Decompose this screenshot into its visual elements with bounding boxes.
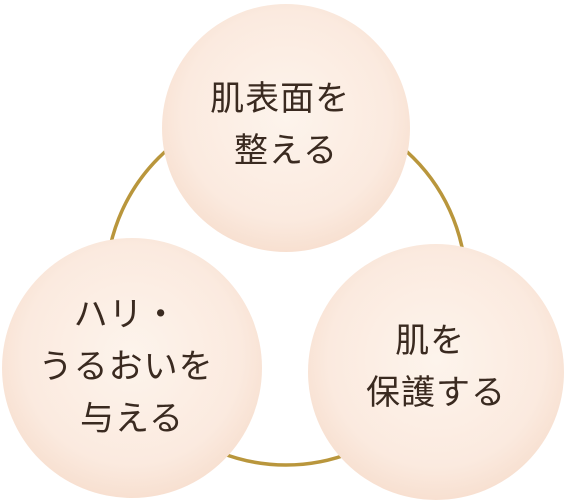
node-left-line-1: ハリ・ [74,295,179,335]
node-top-line-2: 整える [234,131,338,171]
node-right-circle [308,244,564,500]
node-right-line-1: 肌を [395,321,465,361]
node-left-label: ハリ・ うるおいを 与える [39,295,226,439]
node-right-label: 肌を 保護する [366,321,506,413]
node-left-circle [2,238,262,498]
node-top-label: 肌表面を 整える [210,79,362,171]
node-right-line-2: 保護する [366,373,506,413]
node-left: ハリ・ うるおいを 与える [2,238,262,498]
node-right: 肌を 保護する [308,244,564,500]
node-top: 肌表面を 整える [162,4,410,252]
node-top-line-1: 肌表面を [210,79,350,119]
node-left-line-2: うるおいを [39,347,214,387]
node-left-line-3: 与える [80,399,184,439]
node-top-circle [162,4,410,252]
